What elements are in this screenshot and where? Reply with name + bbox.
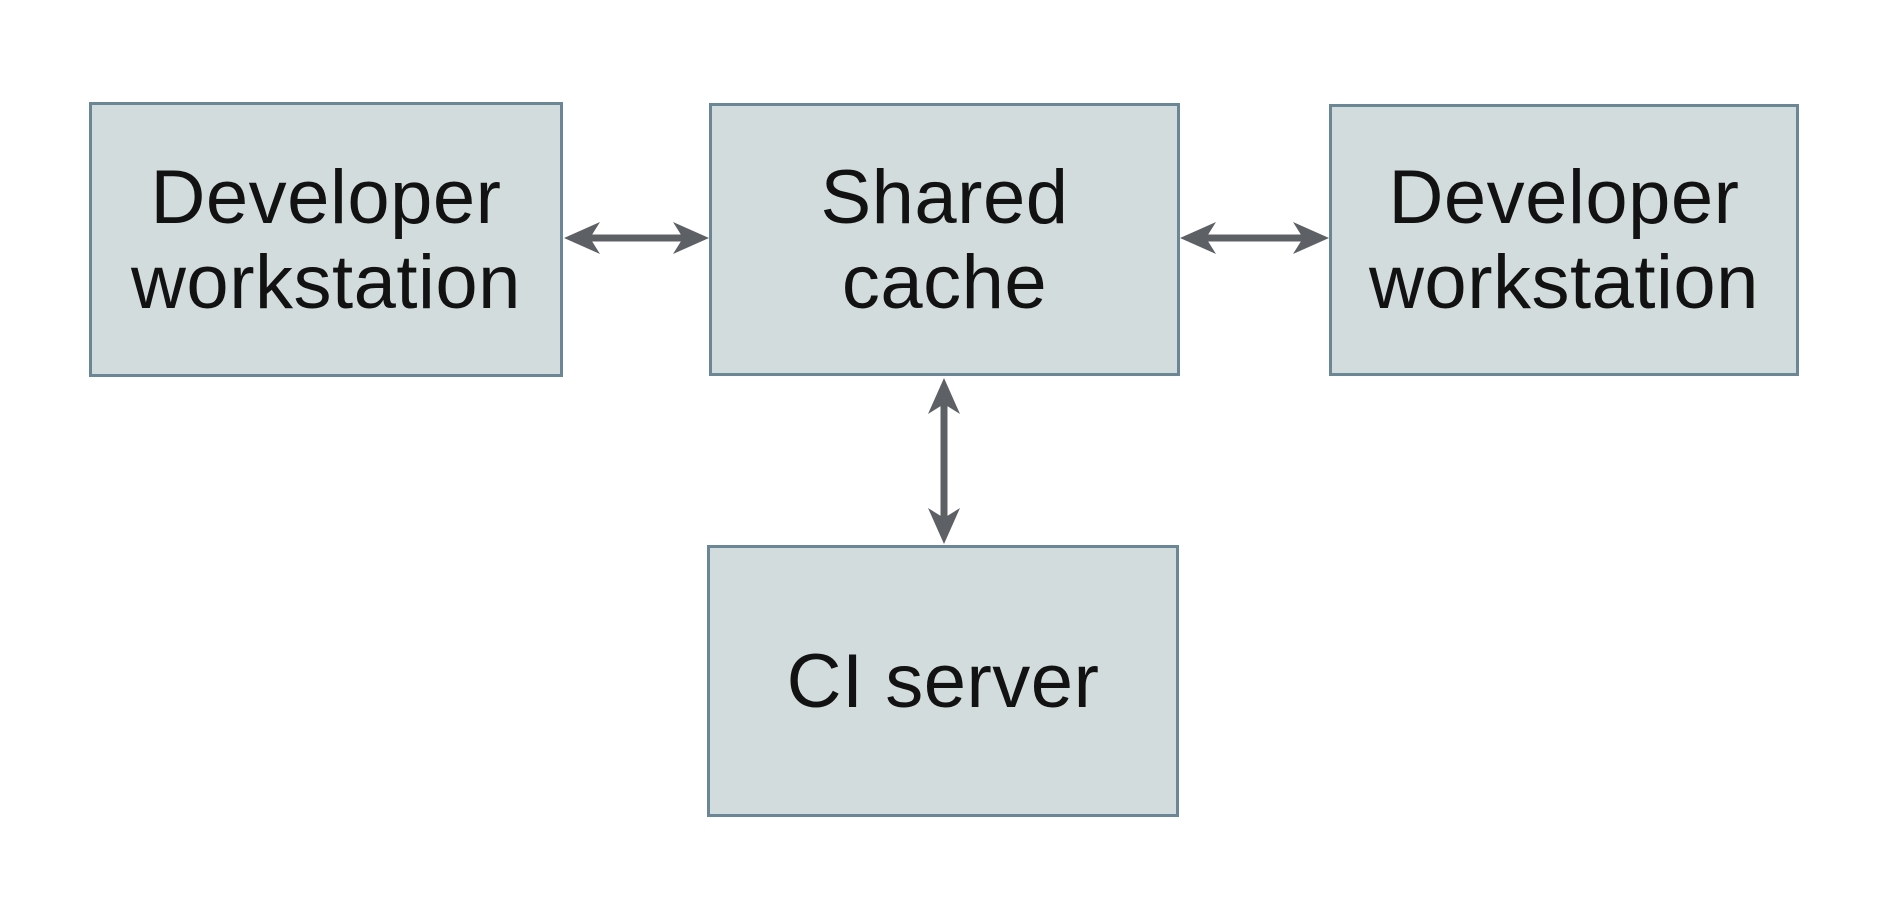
node-label-line: Developer	[150, 154, 502, 240]
node-developer-workstation-right: Developer workstation	[1329, 104, 1799, 376]
node-label-line: Shared	[820, 154, 1069, 240]
node-label-line: Developer	[1388, 155, 1740, 240]
node-shared-cache: Shared cache	[709, 103, 1180, 376]
node-label-line: cache	[841, 239, 1048, 325]
node-label-line: workstation	[131, 239, 521, 325]
node-developer-workstation-left: Developer workstation	[89, 102, 563, 377]
arrow-shared-cache-right-workstation	[1180, 222, 1329, 254]
node-ci-server: CI server	[707, 545, 1179, 817]
arrow-left-workstation-shared-cache	[564, 222, 709, 254]
arrow-shared-cache-ci-server	[928, 378, 960, 544]
node-label-line: workstation	[1369, 240, 1759, 325]
node-label-line: CI server	[786, 638, 1100, 724]
